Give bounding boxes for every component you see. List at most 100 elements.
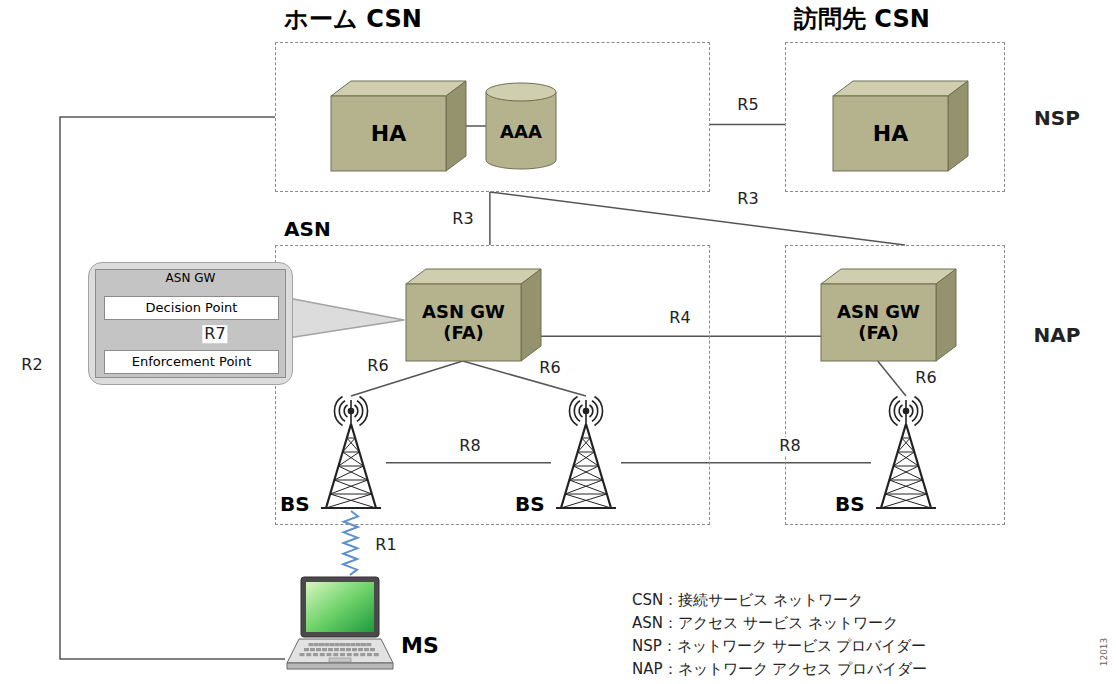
tower-icon	[556, 397, 616, 508]
legend-note: CSN：接続サービス ネットワーク	[632, 591, 863, 609]
node-label: HA	[873, 121, 908, 146]
text-slot: 訪問先 CSN	[794, 6, 930, 34]
figure-number: 12013	[1099, 638, 1110, 667]
legend-note: NSP：ネットワーク サービス プロバイダー	[632, 637, 926, 655]
node-label: Enforcement Point	[132, 355, 252, 370]
box-top	[406, 269, 541, 284]
cylinder-body	[486, 92, 556, 169]
box-side	[521, 269, 541, 361]
text-slot: BS	[280, 493, 310, 516]
layer-label: NAP	[1034, 323, 1081, 347]
text-slot: ASN	[284, 218, 331, 241]
legend-note: ASN：アクセス サービス ネットワーク	[632, 614, 898, 632]
text-slot: ASN GW	[89, 272, 292, 286]
device-name: BS	[835, 493, 865, 516]
text-slot: AAA	[486, 95, 556, 169]
base-station: BS	[871, 396, 941, 511]
asn-gateway-box: ASN GW (FA)	[406, 269, 541, 361]
box-front	[821, 284, 936, 361]
interface-name: R6	[365, 357, 390, 375]
node-label: ASN GW (FA)	[414, 302, 513, 343]
cylinder-top	[486, 83, 556, 101]
legend-note: NAP：ネットワーク アクセス プロバイダー	[632, 660, 927, 678]
base-station: BS	[316, 396, 386, 511]
text-slot: HA	[331, 96, 446, 171]
node-label: ASN GW (FA)	[829, 302, 928, 343]
callout-tail	[288, 298, 404, 338]
text-slot: BS	[835, 493, 865, 516]
text-slot: ASN GW (FA)	[821, 284, 936, 361]
node-label: Decision Point	[146, 301, 238, 316]
region-title: 訪問先 CSN	[794, 6, 930, 34]
asn-region: ASN GW (FA) BS	[785, 245, 1005, 525]
text-slot: BS	[515, 493, 545, 516]
layer-label: NSP	[1034, 106, 1080, 130]
tower-icon	[321, 397, 381, 508]
interface-line	[466, 125, 486, 127]
home-agent-box: HA	[833, 81, 968, 171]
interface-line	[489, 192, 491, 245]
gateway-callout: ASN GW Decision PointEnforcement Point	[88, 262, 293, 385]
node-label: AAA	[500, 122, 542, 143]
interface-name: R3	[450, 210, 475, 228]
text-slot: MS	[401, 633, 439, 658]
node-label: HA	[371, 121, 406, 146]
asn-region: ASNASN GW (FA)BSBS	[275, 245, 710, 525]
box-side	[948, 81, 968, 171]
enforcement-point-box: Enforcement Point	[104, 350, 279, 374]
interface-name: R6	[913, 369, 938, 387]
node-label: ASN GW	[89, 272, 292, 286]
interface-line	[386, 462, 551, 464]
box-side	[446, 81, 466, 171]
interface-line	[710, 124, 785, 126]
interface-line	[541, 335, 821, 337]
box-top	[331, 81, 466, 96]
tower-shape	[871, 396, 941, 511]
interface-name: R4	[667, 309, 692, 327]
text-slot: ASN GW (FA)	[406, 284, 521, 361]
wireless-link	[343, 511, 358, 575]
interface-name: R2	[19, 356, 44, 374]
text-slot: HA	[833, 96, 948, 171]
interface-line	[60, 117, 285, 659]
box-top	[821, 269, 956, 284]
interface-line	[490, 192, 905, 245]
box-front	[406, 284, 521, 361]
text-slot: ホーム CSN	[284, 6, 422, 34]
text-slot: Decision Point	[105, 297, 278, 319]
interface-name: R5	[735, 96, 760, 114]
interface-name: R6	[537, 359, 562, 377]
decision-point-box: Decision Point	[104, 296, 279, 320]
interface-name: R1	[373, 536, 398, 554]
text-slot: Enforcement Point	[105, 351, 278, 373]
region-title: ホーム CSN	[284, 6, 422, 34]
box-side	[936, 269, 956, 361]
laptop-shape	[285, 575, 395, 675]
interface-line	[463, 361, 586, 396]
region-title: ASN	[284, 218, 331, 241]
interface-name: R8	[457, 437, 482, 455]
interface-name: R7	[202, 325, 227, 343]
box-front	[833, 96, 948, 171]
interface-line	[878, 361, 906, 396]
csn-region: 訪問先 CSNHA	[785, 42, 1005, 192]
device-name: MS	[401, 633, 439, 658]
device-name: BS	[515, 493, 545, 516]
device-name: BS	[280, 493, 310, 516]
tower-shape	[551, 396, 621, 511]
tower-icon	[876, 397, 936, 508]
interface-name: R3	[735, 190, 760, 208]
interface-line	[621, 462, 871, 464]
box-top	[833, 81, 968, 96]
tower-shape	[316, 396, 386, 511]
box-front	[331, 96, 446, 171]
interface-name: R8	[777, 437, 802, 455]
home-agent-box: HA	[331, 81, 466, 171]
aaa-database: AAA	[486, 83, 556, 169]
laptop-icon	[287, 577, 393, 669]
asn-gateway-box: ASN GW (FA)	[821, 269, 956, 361]
base-station: BS	[551, 396, 621, 511]
csn-region: ホーム CSNHAAAA	[275, 42, 710, 192]
